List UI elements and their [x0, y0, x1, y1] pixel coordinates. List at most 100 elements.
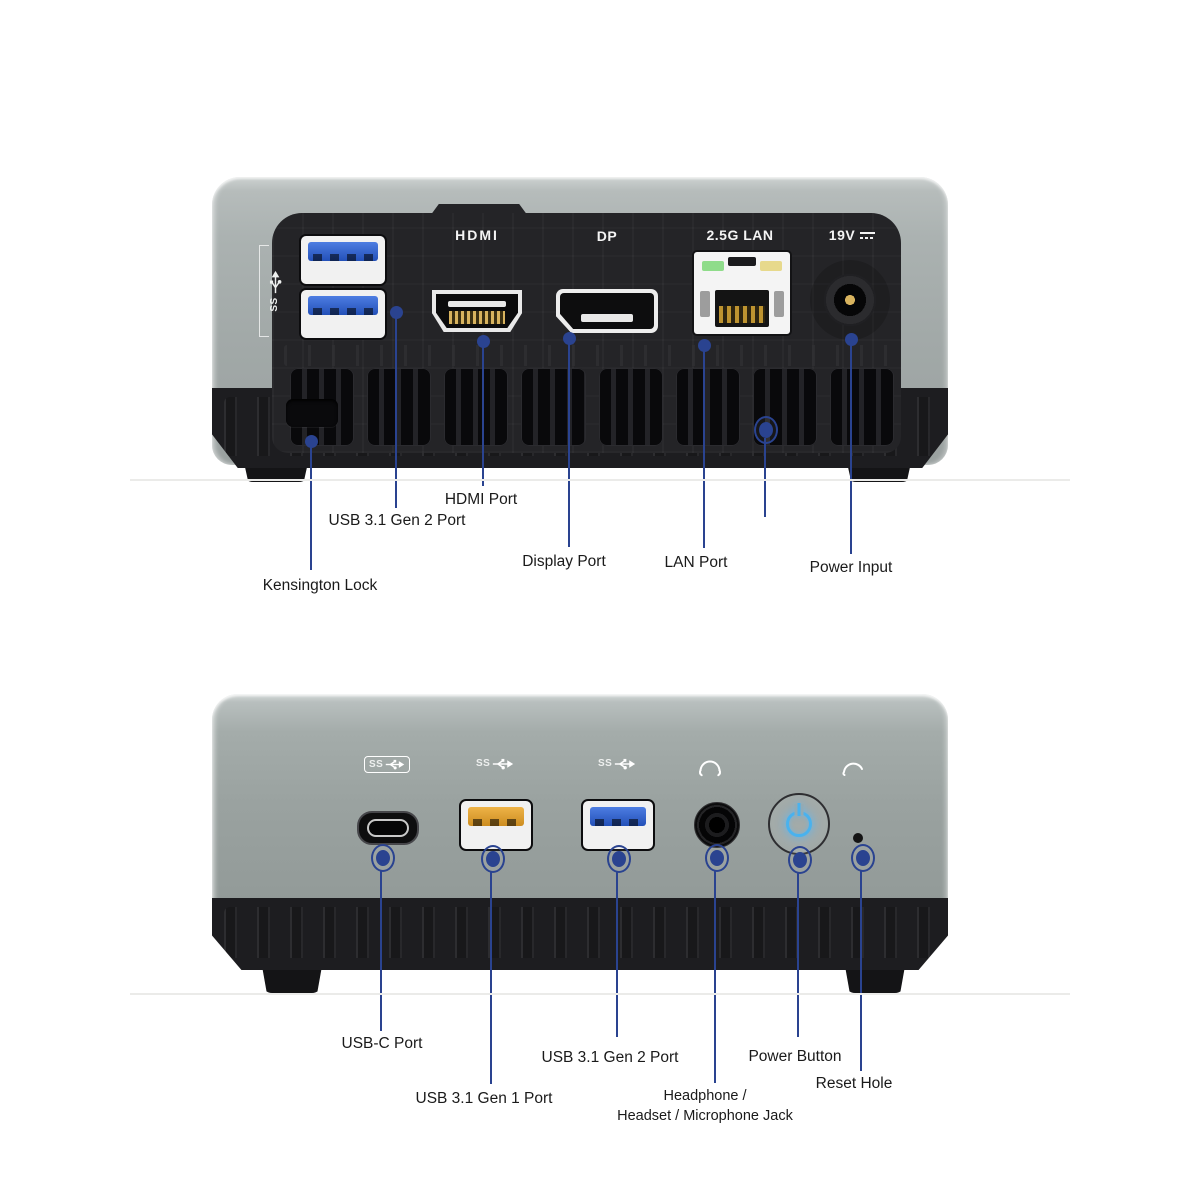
- usb-tongue: [308, 242, 378, 261]
- ss-label: SS: [369, 758, 384, 770]
- usb-superspeed-icon: SS: [259, 245, 287, 337]
- usb-c-port: [357, 811, 419, 845]
- headphone-jack: [694, 802, 740, 848]
- front-band-vents: [224, 907, 936, 958]
- callout-dot-power: [845, 333, 858, 346]
- callout-label-display-port: Display Port: [522, 553, 606, 570]
- callout-dot-dp: [563, 332, 576, 345]
- callout-label-audio-line1: Headphone /: [663, 1088, 747, 1104]
- lan-latch-arm: [774, 291, 784, 318]
- power-panel-label: 19V: [812, 227, 892, 243]
- usb-gen1-port-orange: [459, 799, 533, 851]
- hdmi-port-bar: [448, 301, 506, 307]
- usb-c-superspeed-icon: SS: [364, 756, 411, 773]
- hdmi-port-cavity: [436, 294, 518, 328]
- reset-hole: [853, 833, 863, 843]
- callout-dot-hdmi: [477, 335, 490, 348]
- callout-line-hdmi: [482, 347, 484, 486]
- callout-line-audio: [714, 870, 716, 1083]
- callout-marker-power: [788, 846, 812, 874]
- front-bottom-band: [212, 898, 948, 970]
- callout-line-usbc: [380, 870, 382, 1031]
- lan-cavity: [715, 289, 769, 328]
- lan-notch: [728, 257, 756, 266]
- callout-label-usb-gen2: USB 3.1 Gen 2 Port: [328, 512, 466, 529]
- front-right-foot: [845, 966, 905, 993]
- hdmi-panel-label: HDMI: [455, 227, 499, 243]
- callout-line-kensington: [310, 447, 312, 570]
- lan-latch-arm: [700, 291, 710, 318]
- callout-label-usbc: USB-C Port: [341, 1035, 423, 1052]
- callout-line-usb-gen2: [616, 872, 618, 1037]
- usb-trident-icon: [386, 759, 405, 770]
- vent-group: [444, 368, 509, 446]
- usb-trident-icon: [493, 758, 514, 770]
- callout-dot-kensington: [305, 435, 318, 448]
- rear-usb-port-top: [299, 234, 387, 286]
- front-left-foot: [262, 966, 322, 993]
- usb-trident-icon: [269, 271, 281, 294]
- power-voltage-text: 19V: [828, 227, 856, 243]
- usb-tongue: [308, 296, 378, 315]
- callout-marker-vent: [754, 416, 778, 444]
- reset-icon: [842, 762, 863, 776]
- vent-group: [598, 368, 663, 446]
- callout-marker-reset: [851, 844, 875, 872]
- usb-superspeed-icon: SS: [476, 758, 514, 770]
- callout-label-lan-port: LAN Port: [664, 554, 728, 571]
- callout-line-power: [797, 873, 799, 1037]
- callout-line-reset: [860, 870, 862, 1071]
- icon-bracket: [259, 245, 269, 337]
- usb-c-port-slot: [367, 819, 409, 837]
- ss-label: SS: [269, 297, 280, 312]
- front-device-body: [212, 694, 948, 904]
- usb-tongue: [468, 807, 524, 826]
- callout-label-power-input: Power Input: [809, 559, 893, 576]
- callout-dot-usb: [390, 306, 403, 319]
- lan-led-yellow: [760, 261, 782, 271]
- vent-group: [367, 368, 432, 446]
- callout-line-usb-gen1: [490, 872, 492, 1084]
- displayport-bar: [580, 314, 634, 322]
- callout-line-power: [850, 345, 852, 554]
- ground-line-rear: [130, 479, 1070, 481]
- callout-line-usb: [395, 318, 397, 508]
- callout-label-audio-line2: Headset / Microphone Jack: [617, 1108, 793, 1124]
- rear-vent-grille: [290, 368, 894, 446]
- usb-gen2-port-blue: [581, 799, 655, 851]
- displayport-port: [556, 289, 658, 333]
- usb-tongue: [590, 807, 646, 826]
- hdmi-port-pins: [449, 311, 505, 324]
- power-symbol-bar: [797, 803, 801, 816]
- callout-label-usb-gen2: USB 3.1 Gen 2 Port: [541, 1049, 679, 1066]
- rear-rib-row: [284, 345, 896, 366]
- kensington-lock-slot: [286, 399, 338, 427]
- dp-panel-label: DP: [596, 228, 618, 244]
- callout-line-lan: [703, 351, 705, 548]
- ss-label: SS: [476, 758, 491, 769]
- lan-panel-label: 2.5G LAN: [706, 227, 774, 243]
- lan-led-green: [702, 261, 724, 271]
- dc-symbol-icon: [860, 231, 876, 240]
- vent-group: [521, 368, 586, 446]
- callout-line-vent: [764, 438, 766, 517]
- displayport-cavity: [560, 293, 654, 329]
- callout-label-kensington: Kensington Lock: [262, 577, 378, 594]
- callout-marker-usb-gen1: [481, 845, 505, 873]
- headphone-icon: [698, 760, 722, 777]
- callout-line-dp: [568, 344, 570, 547]
- power-button: [768, 793, 830, 855]
- callout-label-hdmi-port: HDMI Port: [444, 491, 518, 508]
- lan-port: [692, 250, 792, 336]
- rear-usb-port-bottom: [299, 288, 387, 340]
- ss-label: SS: [598, 758, 613, 769]
- callout-marker-usbc: [371, 844, 395, 872]
- vent-group: [675, 368, 740, 446]
- ground-line-front: [130, 993, 1070, 995]
- power-input-jack: [824, 274, 876, 326]
- callout-label-reset-hole: Reset Hole: [815, 1075, 893, 1092]
- usb-trident-icon: [615, 758, 636, 770]
- callout-marker-audio: [705, 844, 729, 872]
- vent-group: [829, 368, 894, 446]
